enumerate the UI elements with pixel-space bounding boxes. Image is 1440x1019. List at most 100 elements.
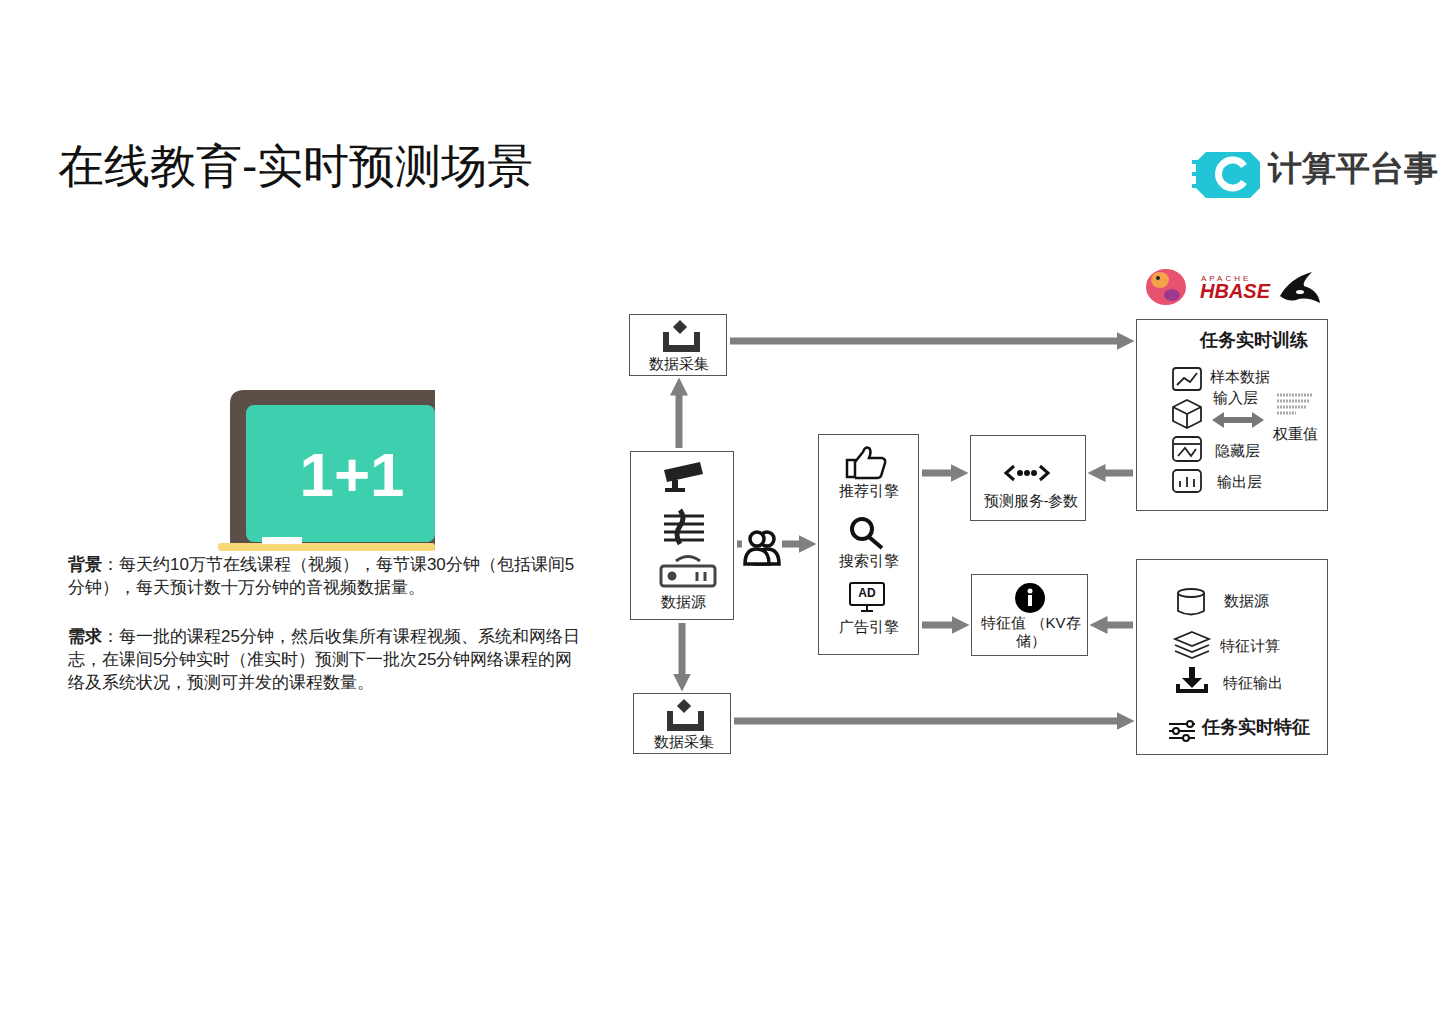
- search-icon: [852, 519, 882, 548]
- camera-icon: [664, 462, 703, 482]
- box-label: 输入层: [1213, 389, 1258, 407]
- double-arrow: [1212, 412, 1264, 428]
- chalkboard-illustration: [262, 537, 302, 544]
- source-box: 数据源: [630, 451, 734, 620]
- chalkboard-illustration: [230, 390, 435, 550]
- info-icon: [1015, 583, 1045, 613]
- box-label: 隐藏层: [1215, 442, 1260, 460]
- router-icon: [676, 557, 700, 562]
- logo-icon: [1192, 172, 1198, 176]
- feature-icon: [1178, 589, 1204, 597]
- box-label: 输出层: [1217, 473, 1262, 491]
- feature-icon: [1178, 593, 1204, 615]
- chalkboard-illustration: [246, 405, 435, 542]
- collect-icon: [663, 332, 700, 352]
- box-label: 广告引擎: [839, 618, 899, 636]
- heading-word: 背景: [68, 555, 102, 574]
- layer-icon: [1173, 368, 1201, 390]
- layer-icon: [1179, 481, 1181, 487]
- router-icon: [704, 572, 707, 581]
- camera-icon: [664, 462, 703, 492]
- collect-box: 数据采集: [633, 693, 731, 754]
- feature-icon: [1175, 632, 1209, 646]
- flow-arrow: [922, 622, 956, 629]
- feature-icon: [1175, 589, 1209, 658]
- board-text: 1+1: [299, 438, 404, 512]
- user-icon: [745, 549, 769, 564]
- log-icon: [664, 539, 704, 542]
- flow-arrow: [1101, 470, 1133, 477]
- user-icon: [750, 532, 764, 546]
- router-icon: [661, 566, 715, 586]
- requirement-paragraph: 需求：每一批的课程25分钟，然后收集所有课程视频、系统和网络日志，在课间5分钟实…: [68, 625, 588, 694]
- download-icon: [1176, 667, 1208, 693]
- log-icon: [664, 531, 704, 534]
- slider-icon: [1187, 721, 1193, 727]
- orca-logo: [1280, 272, 1320, 303]
- user-icon: [742, 526, 782, 568]
- page-title: 在线教育-实时预测场景: [58, 136, 533, 198]
- search-icon: [852, 519, 872, 539]
- slider-icon: [1183, 735, 1189, 741]
- layer-icon: [1178, 448, 1196, 456]
- api-icon: [1033, 472, 1036, 475]
- flow-arrow: [679, 623, 686, 678]
- thumb-icon: [847, 460, 855, 477]
- flow-arrow: [922, 470, 955, 477]
- box-label: 推荐引擎: [839, 482, 899, 500]
- weight-pattern: [1277, 395, 1312, 413]
- flink-logo: [1146, 269, 1186, 305]
- chalkboard-illustration: [218, 390, 435, 551]
- service-box: 预测服务-参数: [970, 435, 1086, 521]
- logo-icon: [1192, 160, 1198, 164]
- logo-icon: [1196, 152, 1260, 198]
- icon-text: AD: [858, 586, 875, 600]
- router-icon: [661, 557, 715, 587]
- layer-icon: [1186, 477, 1188, 487]
- orca-logo: [1280, 272, 1320, 303]
- search-icon: [869, 537, 882, 548]
- collect-icon: [677, 699, 691, 713]
- box-label: 预测服务-参数: [984, 492, 1079, 510]
- download-icon: [1182, 678, 1202, 688]
- engine-box: 推荐引擎搜索引擎广告引擎: [818, 434, 919, 655]
- layer-icon: [1173, 437, 1201, 461]
- double-arrow: [1252, 412, 1264, 428]
- logo-text: HBASE: [1200, 279, 1270, 303]
- router-icon: [669, 573, 675, 579]
- feature-box: 数据源特征计算特征输出任务实时特征: [1136, 559, 1328, 755]
- layer-icon: [1177, 373, 1197, 385]
- layer-icon: [1173, 443, 1201, 445]
- api-icon: [1019, 472, 1022, 475]
- box-label: 搜索引擎: [839, 552, 899, 570]
- flow-arrow: [734, 718, 1121, 725]
- camera-icon: [665, 488, 685, 492]
- kv-store-box: 特征值 （KV存储）: [971, 574, 1088, 656]
- box-label: 数据源: [661, 593, 706, 611]
- collect-icon: [673, 320, 687, 334]
- thumb-icon: [847, 448, 885, 479]
- box-label: 数据采集: [649, 355, 709, 373]
- slider-icon: [1173, 728, 1179, 734]
- api-icon: [1006, 466, 1014, 480]
- logo-icon: [1219, 160, 1244, 188]
- layer-icon: [1173, 407, 1201, 428]
- ad-icon: [850, 583, 884, 611]
- box-label: 数据源: [1224, 592, 1269, 610]
- chalkboard-illustration: [218, 543, 435, 551]
- info-icon: [1015, 583, 1045, 613]
- info-icon: [1028, 595, 1032, 606]
- logo-icon: [1192, 152, 1260, 198]
- double-arrow: [1222, 417, 1254, 423]
- box-label: 权重值: [1273, 425, 1318, 443]
- feature-icon: [1175, 645, 1209, 658]
- ad-icon: [850, 583, 884, 605]
- api-icon: [1026, 472, 1029, 475]
- weight-pattern: [1277, 400, 1310, 403]
- logo-icon: [1192, 184, 1198, 188]
- flink-logo: [1164, 289, 1180, 301]
- box-label: 数据采集: [654, 733, 714, 751]
- orca-logo: [1296, 290, 1304, 294]
- box-heading: 任务实时训练: [1200, 330, 1308, 352]
